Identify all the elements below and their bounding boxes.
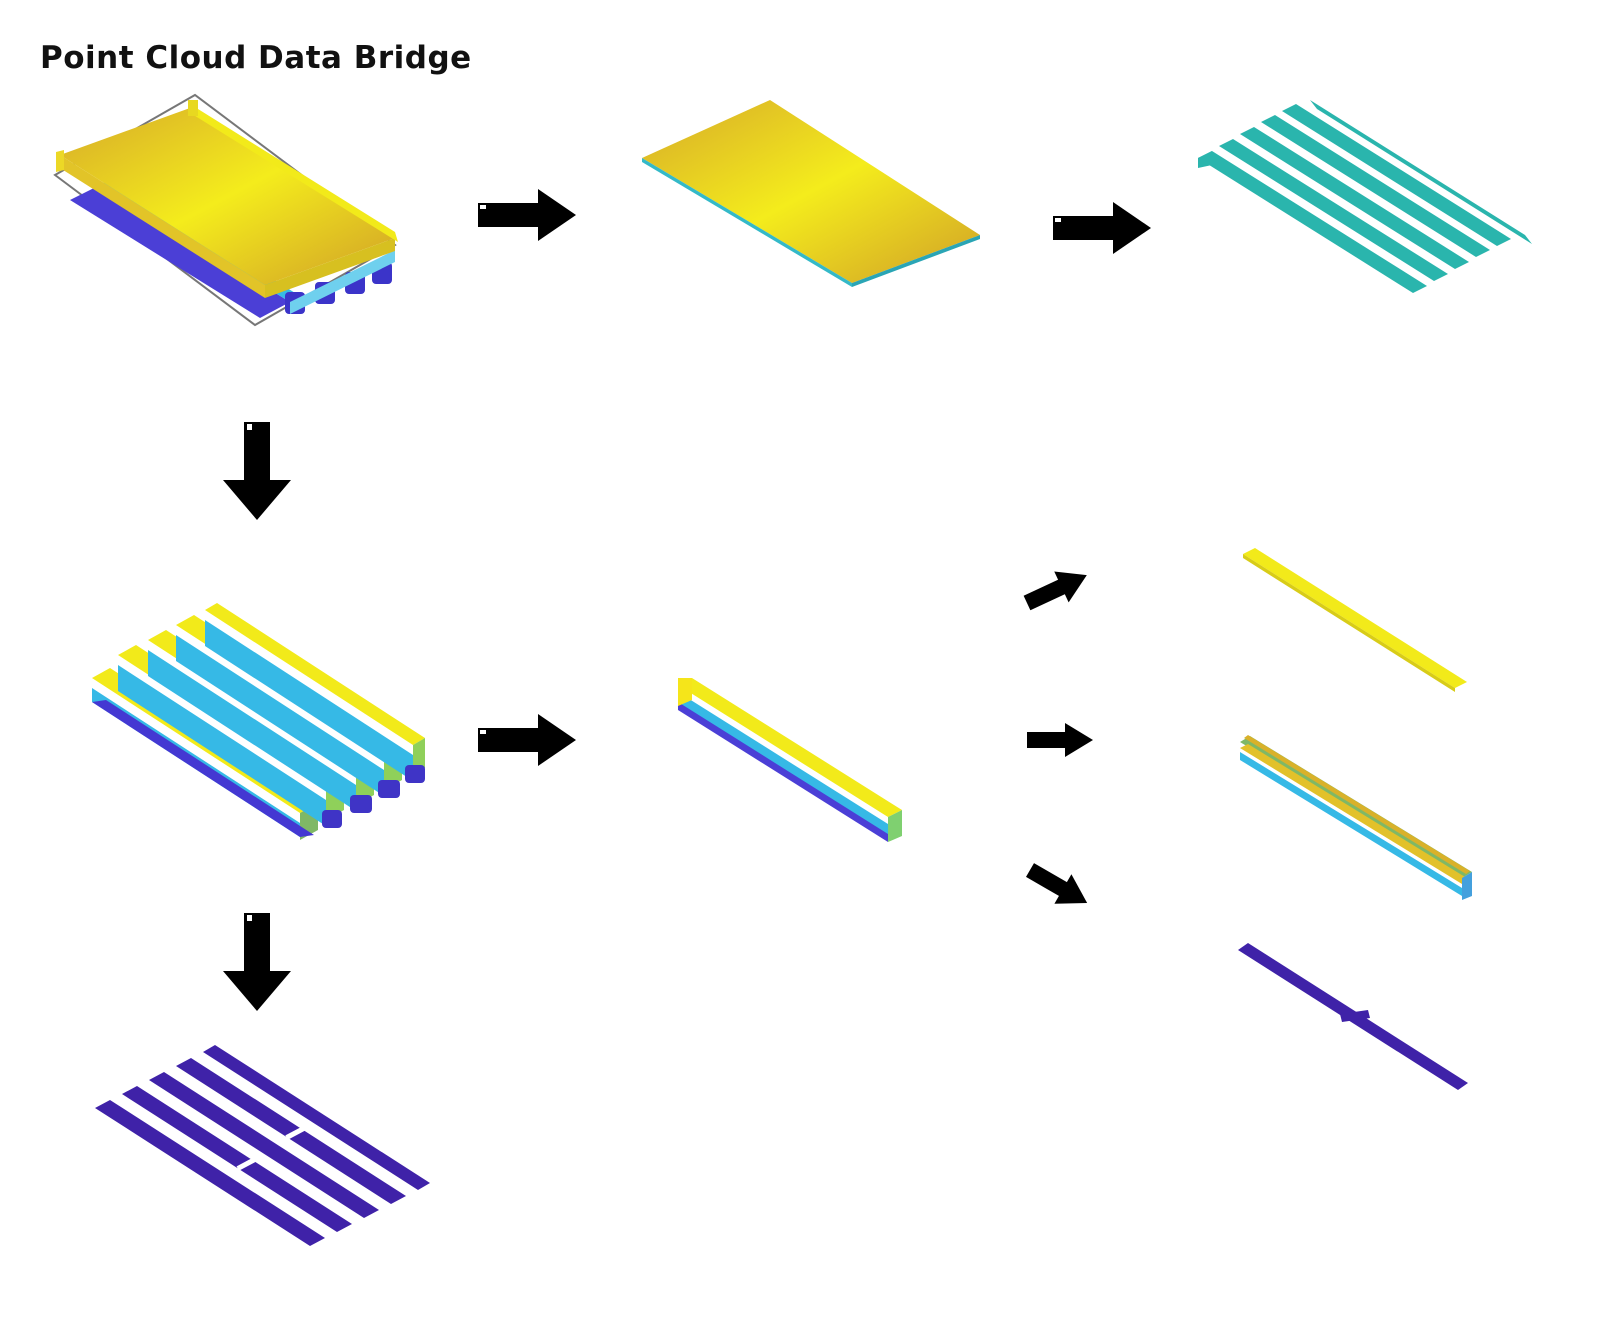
arrow-right-icon [478,189,576,241]
page-title: Point Cloud Data Bridge [40,40,472,76]
girder-set-icon [92,603,425,840]
web-icon [1240,735,1472,900]
arrow-right-icon [1027,723,1093,757]
arrow-down-right-icon [1021,855,1096,918]
deck-slab-icon [642,100,980,287]
bottom-flanges-icon [95,1045,430,1246]
top-flange-icon [1243,548,1467,692]
arrow-right-icon [478,714,576,766]
arrow-up-right-icon [1019,559,1095,619]
arrow-down-icon [223,422,291,520]
arrow-right-icon [1053,202,1151,254]
bridge-3d-icon [53,93,398,327]
single-girder-icon [678,678,902,842]
arrow-down-icon [223,913,291,1011]
deck-strips-icon [1198,100,1532,293]
bottom-flange-icon [1238,943,1468,1090]
